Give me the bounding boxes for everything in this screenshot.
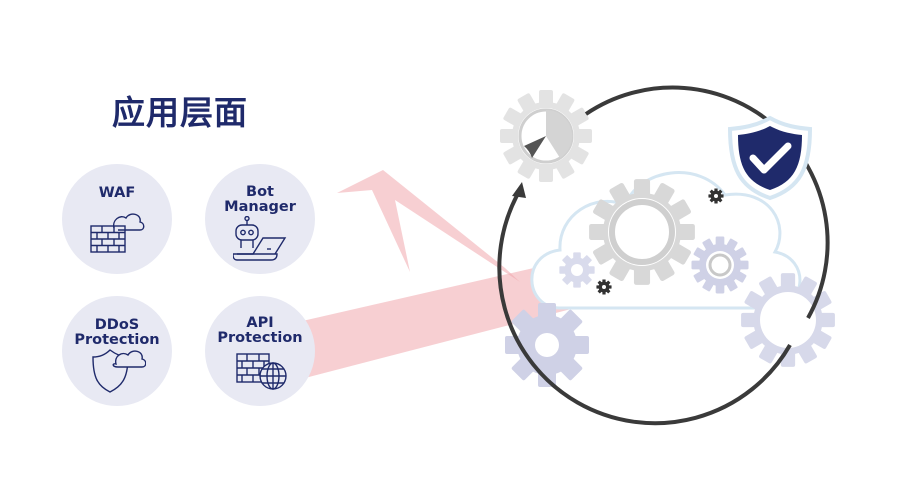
- card-label: DDoS Protection: [74, 317, 160, 348]
- card-bot-manager: Bot Manager: [205, 164, 315, 274]
- cloud-shield-icon: [92, 349, 146, 393]
- cloud-firewall-icon: [90, 213, 145, 253]
- card-api-protection: API Protection: [205, 296, 315, 406]
- firewall-globe-icon: [236, 353, 287, 390]
- page-title: 应用层面: [112, 93, 248, 132]
- cycle-ring: [497, 189, 792, 426]
- gear-tiny-2: [596, 279, 612, 295]
- card-waf: WAF: [62, 164, 172, 274]
- arrow-lower: [298, 262, 575, 378]
- card-label: WAF: [98, 185, 136, 201]
- gear-center: [589, 179, 695, 285]
- gear-right-large: [741, 273, 835, 367]
- card-label: Bot Manager: [224, 184, 296, 215]
- gear-right-small: [691, 236, 749, 294]
- robot-laptop-icon: [233, 216, 287, 261]
- gear-left-small: [559, 252, 595, 288]
- gear-tiny-1: [708, 188, 724, 204]
- gear-bottom-left: [505, 303, 589, 387]
- card-ddos-protection: DDoS Protection: [62, 296, 172, 406]
- ring-arrowhead: [512, 182, 526, 198]
- gear-top-left: [500, 90, 592, 182]
- shield-check-icon: [727, 115, 813, 201]
- arrow-upper: [337, 170, 520, 282]
- card-label: API Protection: [217, 315, 303, 346]
